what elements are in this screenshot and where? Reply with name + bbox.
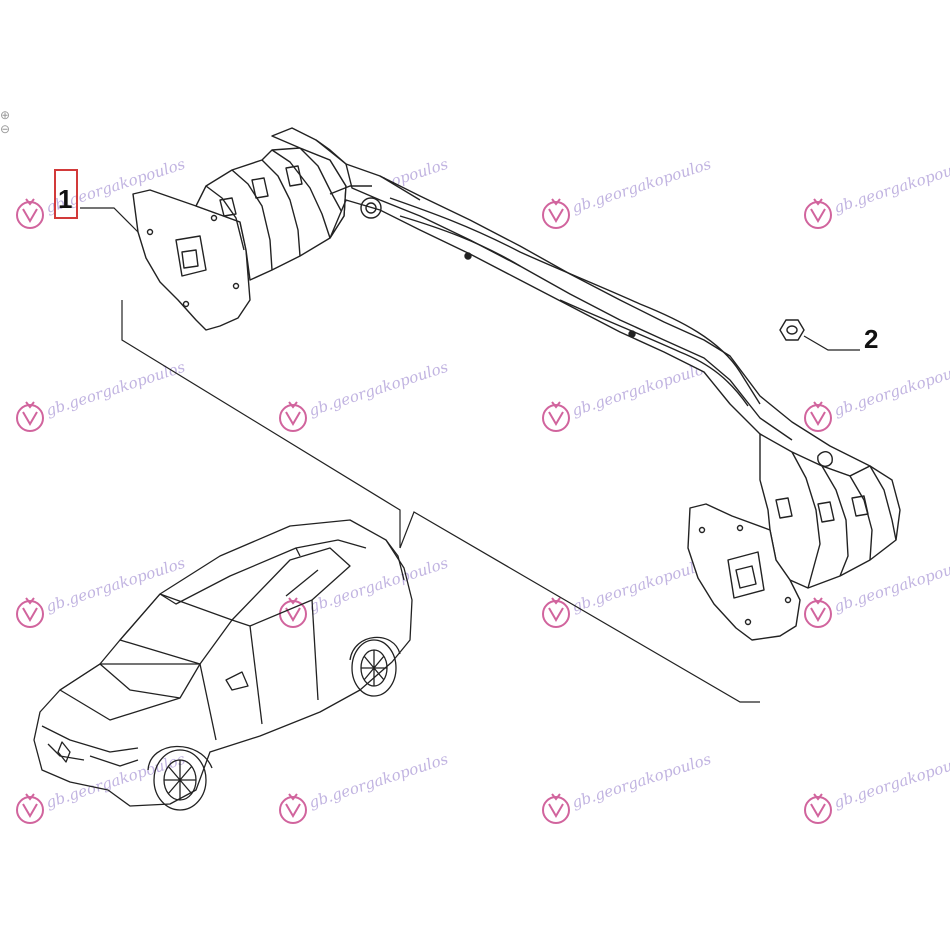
zoom-controls[interactable]: ⊕ ⊖ xyxy=(0,108,22,136)
watermark: gb.georgakopoulos xyxy=(542,155,714,229)
callout-1[interactable]: 1 xyxy=(54,169,78,219)
watermark-text: gb.georgakopoulos xyxy=(307,358,451,420)
callout-highlight-box xyxy=(54,169,78,219)
watermark-logo-icon xyxy=(542,198,570,229)
watermark-logo-icon xyxy=(542,401,570,432)
watermark: gb.georgakopoulos xyxy=(804,750,950,824)
watermark-logo-icon xyxy=(16,793,44,824)
callout-number-2: 2 xyxy=(864,324,878,354)
zoom-out-icon[interactable]: ⊖ xyxy=(0,122,11,136)
watermark-logo-icon xyxy=(804,401,832,432)
watermark: gb.georgakopoulos xyxy=(16,358,188,432)
watermark-logo-icon xyxy=(804,597,832,628)
leader-lines xyxy=(80,207,860,703)
watermark: gb.georgakopoulos xyxy=(542,750,714,824)
callout-2[interactable]: 2 xyxy=(864,324,878,354)
watermark-logo-icon xyxy=(16,198,44,229)
watermark: gb.georgakopoulos xyxy=(279,750,451,824)
car-location-illustration xyxy=(33,519,413,811)
watermark: gb.georgakopoulos xyxy=(804,358,950,432)
watermark-logo-icon xyxy=(279,401,307,432)
watermark-text: gb.georgakopoulos xyxy=(832,358,950,420)
watermark-logo-icon xyxy=(542,597,570,628)
watermark-text: gb.georgakopoulos xyxy=(44,554,188,616)
watermark: gb.georgakopoulos xyxy=(804,155,950,229)
watermark-text: gb.georgakopoulos xyxy=(570,750,714,812)
zoom-in-icon[interactable]: ⊕ xyxy=(0,108,11,122)
watermark-logo-icon xyxy=(16,597,44,628)
watermark: gb.georgakopoulos xyxy=(279,554,451,628)
watermark-text: gb.georgakopoulos xyxy=(832,750,950,812)
watermark-text: gb.georgakopoulos xyxy=(570,554,714,616)
watermark-logo-icon xyxy=(804,793,832,824)
watermark-logo-icon xyxy=(804,198,832,229)
watermark: gb.georgakopoulos xyxy=(279,358,451,432)
callout-number-1: 1 xyxy=(58,184,72,214)
watermark-logo-icon xyxy=(279,597,307,628)
watermark: gb.georgakopoulos xyxy=(542,554,714,628)
watermark-text: gb.georgakopoulos xyxy=(44,750,188,812)
watermark-logo-icon xyxy=(16,401,44,432)
watermark-text: gb.georgakopoulos xyxy=(307,750,451,812)
watermark-text: gb.georgakopoulos xyxy=(832,155,950,217)
watermark-text: gb.georgakopoulos xyxy=(570,155,714,217)
watermark: gb.georgakopoulos xyxy=(542,358,714,432)
watermark-text: gb.georgakopoulos xyxy=(570,358,714,420)
watermark-logo-icon xyxy=(542,793,570,824)
nut-icon xyxy=(779,319,805,341)
bumper-reinforcement-beam xyxy=(132,127,901,641)
watermark-logo-icon xyxy=(279,793,307,824)
watermark: gb.georgakopoulos xyxy=(16,554,188,628)
